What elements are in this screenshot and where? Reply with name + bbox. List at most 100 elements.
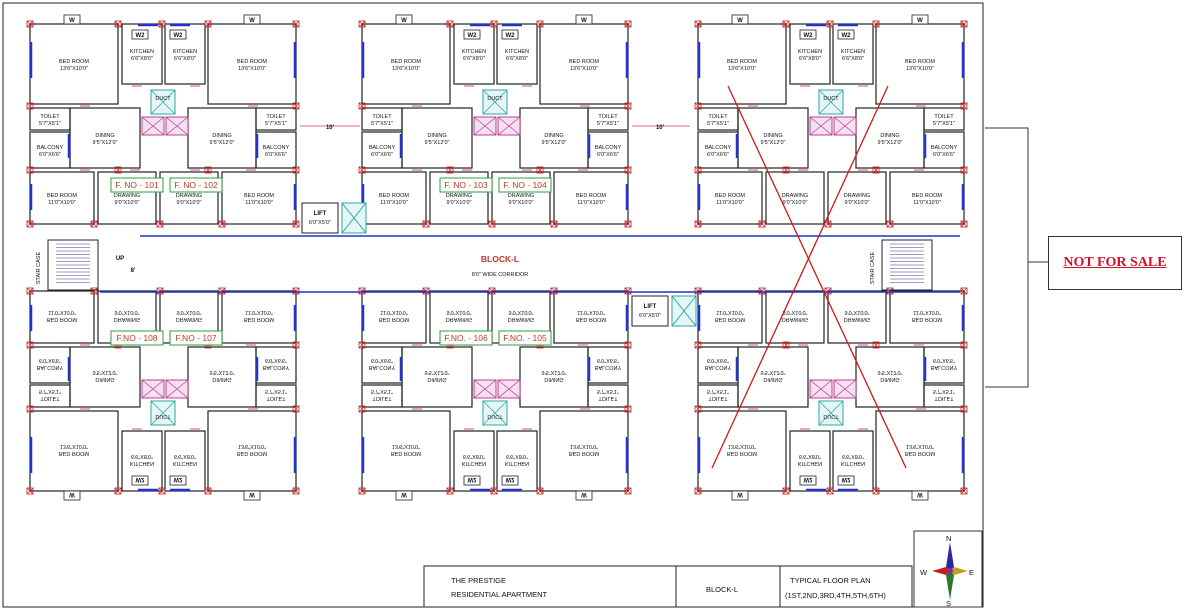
corridor-label: 8'0" WIDE CORRIDOR xyxy=(472,272,529,278)
column xyxy=(488,287,496,295)
window-tag-text: W2 xyxy=(174,476,184,482)
window-tag xyxy=(131,475,149,486)
dining-name: DINING xyxy=(212,133,231,139)
column xyxy=(422,287,430,295)
flat-label-box xyxy=(169,330,223,346)
bedroom-large-name: BED ROOM xyxy=(727,59,757,65)
column xyxy=(358,287,366,295)
bedroom-small-name: BED ROOM xyxy=(576,193,606,199)
window-tag xyxy=(169,475,187,486)
column xyxy=(550,287,558,295)
kitchen-size: 6'6"X8'0" xyxy=(174,56,196,62)
column xyxy=(292,287,300,295)
duct-name: DUCT xyxy=(155,413,171,419)
window-tag xyxy=(63,490,81,501)
window-tag xyxy=(731,490,749,501)
column xyxy=(26,487,34,495)
balcony-name: BALCONY xyxy=(263,364,290,370)
block-label: BLOCK-L xyxy=(481,254,519,264)
column xyxy=(292,220,300,228)
flat-label-box xyxy=(169,177,223,193)
toilet-size: 5'7"X5'1" xyxy=(707,121,729,127)
bedroom-large-name: BED ROOM xyxy=(237,450,267,456)
drawing xyxy=(765,290,825,344)
block-section: BED ROOM13'6"X10'0"KITCHEN6'6"X8'0"KITCH… xyxy=(694,14,968,228)
column xyxy=(358,20,366,28)
drawing-size: 9'0"X10'0" xyxy=(177,309,202,315)
bedroom-small-size: 11'0"X10'0" xyxy=(913,200,941,206)
window-tag xyxy=(799,475,817,486)
bedroom-large-size: 13'6"X10'0" xyxy=(238,443,266,449)
apartment-blocks: BED ROOM13'6"X10'0"KITCHEN6'6"X8'0"KITCH… xyxy=(26,14,968,501)
drawing-name: DRAWING xyxy=(782,316,808,322)
flat-label-box xyxy=(439,177,493,193)
window-tag xyxy=(63,14,81,25)
column xyxy=(872,20,880,28)
compass-south-arrow xyxy=(946,571,954,600)
title-block-label: BLOCK-L xyxy=(706,585,738,594)
toilet-size: 5'7"X5'1" xyxy=(933,388,955,394)
window-tag-text: W2 xyxy=(842,476,852,482)
bedroom-small-size: 11'0"X10'0" xyxy=(245,309,273,315)
drawing-size: 9'0"X10'0" xyxy=(509,309,534,315)
column xyxy=(114,20,122,28)
balcony-size: 6'0"X6'6" xyxy=(597,152,619,158)
block-section: BED ROOM13'6"X10'0"KITCHEN6'6"X8'0"KITCH… xyxy=(694,287,968,501)
bedroom-small-name: BED ROOM xyxy=(576,316,606,322)
column xyxy=(782,20,790,28)
compass-north-arrow xyxy=(946,542,954,571)
column xyxy=(694,220,702,228)
staircase: STAIR CASE xyxy=(870,239,933,291)
column xyxy=(292,102,300,110)
window-tag xyxy=(837,29,855,40)
lift-size: 6'0"X5'0" xyxy=(309,220,331,226)
lift-size: 6'0"X5'0" xyxy=(639,313,661,319)
balcony-size: 6'0"X6'6" xyxy=(371,152,393,158)
bedroom-small-name: BED ROOM xyxy=(715,316,745,322)
balcony-name: BALCONY xyxy=(595,364,622,370)
dining-size: 9'5"X12'0" xyxy=(761,369,786,375)
not-for-sale-box: NOT FOR SALE xyxy=(1048,236,1182,290)
window-tag xyxy=(395,490,413,501)
toilet-size: 5'7"X5'1" xyxy=(265,121,287,127)
toilet-size: 5'7"X5'1" xyxy=(933,121,955,127)
dining-name: DINING xyxy=(880,133,899,139)
flat-number: F.NO. - 106 xyxy=(444,333,488,343)
column xyxy=(446,20,454,28)
window-tag-text: W2 xyxy=(804,33,814,39)
flat-label: F.NO - 107 xyxy=(169,330,223,346)
drawing-name: DRAWING xyxy=(114,193,140,199)
kitchen-name: KITCHEN xyxy=(798,460,822,466)
bedroom-small-name: BED ROOM xyxy=(715,193,745,199)
kitchen-name: KITCHEN xyxy=(130,49,154,55)
bedroom-large-name: BED ROOM xyxy=(905,450,935,456)
duct-name: DUCT xyxy=(823,96,839,102)
kitchen-size: 6'6"X8'0" xyxy=(842,453,864,459)
column xyxy=(158,487,166,495)
toilet xyxy=(587,107,629,131)
window-tag-text: W xyxy=(917,491,923,497)
block-section: BED ROOM13'6"X10'0"KITCHEN6'6"X8'0"KITCH… xyxy=(358,14,632,228)
balcony-name: BALCONY xyxy=(705,364,732,370)
drawing-size: 9'0"X10'0" xyxy=(177,200,202,206)
compass-n: N xyxy=(946,534,951,543)
bedroom-large-size: 13'6"X10'0" xyxy=(728,66,756,72)
up-label: UP xyxy=(116,256,124,262)
window-tag-text: W xyxy=(401,18,407,24)
column xyxy=(624,20,632,28)
not-for-sale-cross xyxy=(711,85,907,469)
column xyxy=(204,166,212,174)
bedroom-small-name: BED ROOM xyxy=(379,316,409,322)
compass-e: E xyxy=(969,568,974,577)
balcony-name: BALCONY xyxy=(37,364,64,370)
window-tag-text: W2 xyxy=(468,476,478,482)
balcony-size: 6'0"X6'6" xyxy=(707,357,729,363)
corridor-dim: 8' xyxy=(131,268,136,274)
column xyxy=(204,487,212,495)
balcony-size: 6'0"X6'6" xyxy=(265,152,287,158)
window-tag-text: W2 xyxy=(136,476,146,482)
toilet-size: 5'7"X5'1" xyxy=(39,121,61,127)
block-section: BED ROOM13'6"X10'0"KITCHEN6'6"X8'0"KITCH… xyxy=(26,14,300,228)
toilet-size: 5'7"X5'1" xyxy=(39,388,61,394)
